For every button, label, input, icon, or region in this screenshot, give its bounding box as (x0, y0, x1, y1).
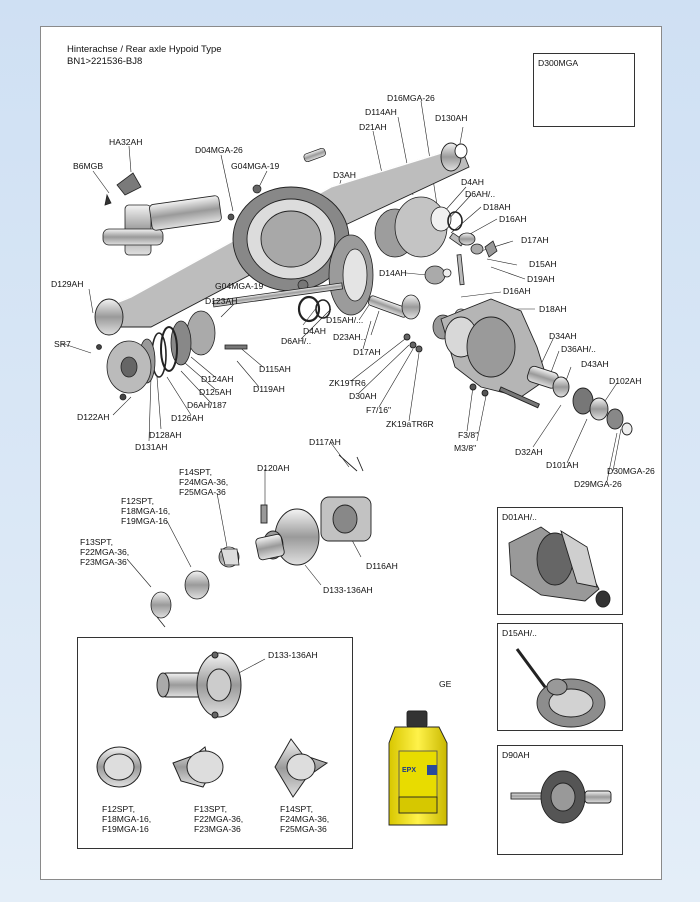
d15ah-part (515, 648, 606, 728)
box-d01ah-label: D01AH/.. (502, 512, 537, 522)
label-d4ah-right[interactable]: D4AH (461, 177, 484, 187)
oil-bottle (388, 710, 448, 826)
d90ah-part (510, 770, 612, 824)
label-f7-16[interactable]: F7/16" (366, 405, 392, 415)
inset-f13-label: F13SPT, F22MGA-36, F23MGA-36 (194, 804, 244, 834)
label-d32ah[interactable]: D32AH (515, 447, 543, 457)
label-d43ah[interactable]: D43AH (581, 359, 609, 369)
box-d15ah[interactable]: D15AH/.. (497, 623, 623, 731)
label-g04mga19-mid[interactable]: G04MGA-19 (215, 281, 264, 291)
label-d18ah-mid[interactable]: D18AH (539, 304, 567, 314)
box-d90ah-label: D90AH (502, 750, 530, 760)
label-d21ah[interactable]: D21AH (359, 122, 387, 132)
label-d117ah[interactable]: D117AH (309, 437, 341, 447)
box-d90ah[interactable]: D90AH (497, 745, 623, 855)
label-d3ah[interactable]: D3AH (333, 170, 356, 180)
label-d120ah[interactable]: D120AH (257, 463, 290, 473)
label-d29mga26[interactable]: D29MGA-26 (574, 479, 622, 489)
label-d101ah[interactable]: D101AH (546, 460, 579, 470)
label-zk19tr6[interactable]: ZK19TR6 (329, 378, 366, 388)
label-zk19atr6r[interactable]: ZK19aTR6R (386, 419, 434, 429)
label-d133-136ah[interactable]: D133-136AH (323, 585, 373, 595)
diff-carrier-top (374, 196, 498, 340)
label-d102ah[interactable]: D102AH (609, 376, 642, 386)
inset-hub (156, 651, 242, 719)
label-f3-8[interactable]: F3/8" (458, 430, 479, 440)
label-d16ah-mid[interactable]: D16AH (503, 286, 531, 296)
label-d36ah[interactable]: D36AH/.. (561, 344, 596, 354)
label-d116ah[interactable]: D116AH (366, 561, 398, 571)
label-d15ah-mid[interactable]: D15AH/... (326, 315, 364, 325)
label-d123ah[interactable]: D123AH (205, 296, 238, 306)
label-g04mga19-top[interactable]: G04MGA-19 (231, 161, 280, 171)
label-b6mgb[interactable]: B6MGB (73, 161, 104, 171)
label-d30mga26[interactable]: D30MGA-26 (607, 466, 655, 476)
hub-assembly (255, 454, 372, 566)
label-d16ah-top[interactable]: D16AH (499, 214, 527, 224)
small-fasteners (227, 147, 326, 291)
crown-wheel-pinion (297, 234, 421, 323)
inset-f14-label: F14SPT, F24MGA-36, F25MGA-36 (280, 804, 330, 834)
page-title: Hinterachse / Rear axle Hypoid Type (67, 44, 222, 55)
box-d01ah[interactable]: D01AH/.. (497, 507, 623, 615)
label-d126ah[interactable]: D126AH (171, 413, 204, 423)
exploded-diagram (60, 62, 633, 826)
label-sr7[interactable]: SR7 (54, 339, 71, 349)
half-shaft (96, 282, 344, 401)
label-d6ah-mid[interactable]: D6AH/.. (281, 336, 312, 346)
box-d300mga[interactable]: D300MGA (533, 53, 635, 127)
label-d14ah[interactable]: D14AH (379, 268, 407, 278)
oil-brand-text: EPX (402, 767, 417, 774)
label-d131ah[interactable]: D131AH (135, 442, 168, 452)
label-d04mga26[interactable]: D04MGA-26 (195, 145, 243, 155)
label-f12spt-group[interactable]: F12SPT, F18MGA-16, F19MGA-16 (121, 496, 171, 526)
label-d18ah-top[interactable]: D18AH (483, 202, 511, 212)
label-d119ah[interactable]: D119AH (253, 384, 285, 394)
label-d34ah[interactable]: D34AH (549, 331, 577, 341)
label-d23ah[interactable]: D23AH.. (333, 332, 366, 342)
label-m3-8[interactable]: M3/8" (454, 443, 477, 453)
parts-sheet: Hinterachse / Rear axle Hypoid Type BN1>… (40, 26, 662, 880)
ha32ah-part (102, 172, 222, 256)
label-d115ah[interactable]: D115AH (259, 364, 291, 374)
label-d17ah-right[interactable]: D17AH (521, 235, 549, 245)
label-d128ah[interactable]: D128AH (149, 430, 182, 440)
label-d124ah[interactable]: D124AH (201, 374, 234, 384)
label-f14spt-group[interactable]: F14SPT, F24MGA-36, F25MGA-36 (179, 467, 229, 497)
label-f13spt-group[interactable]: F13SPT, F22MGA-36, F23MGA-36 (80, 537, 130, 567)
label-d6ah187[interactable]: D6AH/187 (187, 400, 227, 410)
label-d4ah-mid[interactable]: D4AH (303, 326, 326, 336)
axle-housing (94, 142, 470, 336)
label-d6ah-right[interactable]: D6AH/.. (465, 189, 496, 199)
inset-f12-label: F12SPT, F18MGA-16, F19MGA-16 (102, 804, 152, 834)
page-subtitle: BN1>221536-BJ8 (67, 56, 143, 67)
pinion-housing (403, 298, 633, 436)
label-ge[interactable]: GE (439, 679, 452, 689)
label-d114ah[interactable]: D114AH (365, 107, 397, 117)
label-d125ah[interactable]: D125AH (199, 387, 232, 397)
label-d129ah[interactable]: D129AH (51, 279, 84, 289)
label-d130ah[interactable]: D130AH (435, 113, 468, 123)
label-ha32ah[interactable]: HA32AH (109, 137, 143, 147)
label-d17ah-mid[interactable]: D17AH (353, 347, 381, 357)
inset-hub-label: D133-136AH (268, 650, 318, 660)
d01ah-part (508, 526, 611, 608)
label-d30ah[interactable]: D30AH (349, 391, 377, 401)
label-d15ah-right[interactable]: D15AH (529, 259, 557, 269)
label-d122ah[interactable]: D122AH (77, 412, 110, 422)
label-d19ah[interactable]: D19AH (527, 274, 555, 284)
box-d300mga-label: D300MGA (538, 58, 579, 68)
inset-caps (96, 738, 329, 798)
box-inset-spinners[interactable]: D133-136AH F12SPT, F18MGA-16, F19MGA-16 … (77, 637, 353, 849)
spinner-caps (150, 546, 240, 628)
box-d15ah-label: D15AH/.. (502, 628, 537, 638)
label-d16mga26[interactable]: D16MGA-26 (387, 93, 435, 103)
